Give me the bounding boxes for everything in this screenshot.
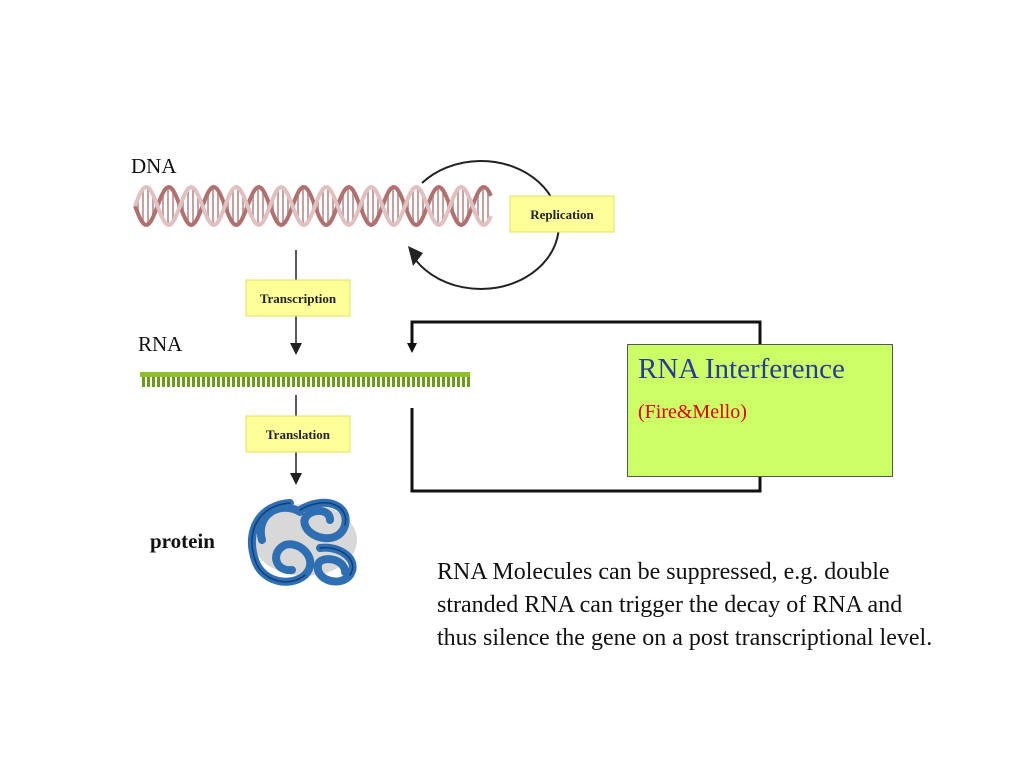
rnai-feedback-arrowhead — [407, 343, 417, 353]
rna-interference-title: RNA Interference — [638, 353, 845, 385]
replication-label: Replication — [530, 207, 594, 222]
transcription-box: Transcription — [245, 279, 351, 317]
replication-arrowhead — [408, 246, 423, 266]
rna-label: RNA — [138, 332, 183, 356]
protein-label: protein — [150, 529, 215, 553]
rna-strand — [140, 372, 470, 387]
rna-interference-box: RNA Interference (Fire&Mello) — [627, 344, 893, 477]
translation-label: Translation — [266, 427, 331, 442]
translation-box: Translation — [245, 415, 351, 453]
transcription-label: Transcription — [260, 291, 337, 306]
rna-interference-authors: (Fire&Mello) — [638, 401, 747, 423]
dna-label: DNA — [131, 154, 177, 178]
rnai-feedback-line — [410, 320, 762, 493]
replication-box: Replication — [509, 195, 615, 233]
explanation-text: RNA Molecules can be suppressed, e.g. do… — [437, 559, 933, 651]
dna-helix — [133, 184, 493, 228]
protein-structure — [247, 498, 357, 586]
